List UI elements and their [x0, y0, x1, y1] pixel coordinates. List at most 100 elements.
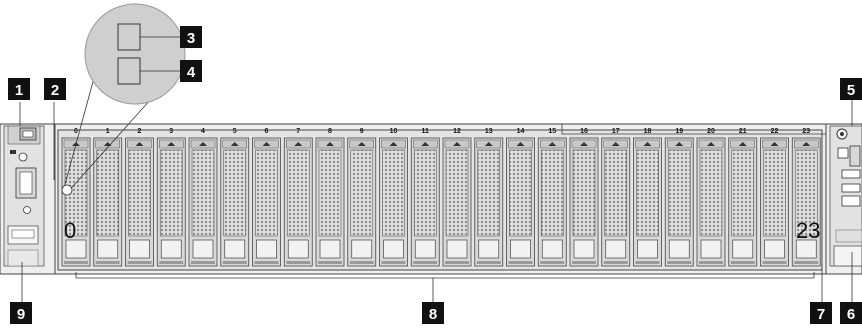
drive-bay[interactable] — [315, 137, 345, 267]
drive-bay[interactable] — [410, 137, 440, 267]
drive-bay[interactable] — [633, 137, 662, 267]
drive-grille — [477, 149, 501, 237]
drive-release-handle[interactable] — [700, 239, 722, 259]
svg-text:7: 7 — [817, 306, 825, 323]
drive-grille — [509, 149, 532, 237]
drive-grille — [413, 149, 437, 237]
drive-bay[interactable] — [220, 137, 250, 267]
drive-release-handle[interactable] — [637, 239, 658, 259]
id-led-icon — [18, 152, 28, 162]
drive-release-handle[interactable] — [192, 239, 214, 259]
drive-led-magnifier — [61, 3, 186, 196]
drive-grille — [191, 149, 215, 237]
drive-release-handle[interactable] — [414, 239, 436, 259]
drive-release-handle[interactable] — [319, 239, 341, 259]
drive-grille — [572, 149, 596, 237]
drive-bay[interactable] — [664, 137, 694, 267]
bay-number-label: 13 — [485, 128, 493, 135]
callout-9: 9 — [10, 302, 32, 324]
callout-2: 2 — [44, 78, 66, 100]
usb-port-icon[interactable] — [841, 169, 861, 207]
drive-release-handle[interactable] — [446, 239, 468, 259]
drive-bay[interactable] — [347, 137, 377, 267]
drive-bay[interactable] — [125, 137, 154, 267]
drive-release-handle[interactable] — [795, 239, 817, 259]
drive-bay[interactable] — [760, 137, 789, 267]
bay-number-label: 4 — [201, 128, 205, 135]
drive-bay[interactable] — [601, 137, 631, 267]
last-bay-label: 23 — [796, 218, 820, 243]
drive-bay[interactable] — [188, 137, 218, 267]
drive-grille — [763, 149, 786, 237]
pull-out-tab[interactable] — [7, 225, 39, 245]
drive-grille — [636, 149, 659, 237]
bay-number-label: 15 — [548, 128, 556, 135]
drive-release-handle[interactable] — [351, 239, 373, 259]
drive-grille — [350, 149, 374, 237]
drive-grille — [255, 149, 278, 237]
callout-1: 1 — [8, 78, 30, 100]
drive-bay[interactable] — [506, 137, 535, 267]
drive-release-handle[interactable] — [541, 239, 563, 259]
drive-release-handle[interactable] — [668, 239, 690, 259]
drive-bay[interactable] — [252, 137, 281, 267]
drive-grille — [604, 149, 628, 237]
drive-release-handle[interactable] — [65, 239, 87, 259]
drive-bay[interactable] — [93, 137, 123, 267]
status-led-icon — [10, 150, 16, 154]
bay-number-label: 16 — [580, 128, 588, 135]
drive-release-handle[interactable] — [764, 239, 785, 259]
bay-number-label: 6 — [265, 128, 269, 135]
drive-bay[interactable] — [283, 137, 313, 267]
bay-number-label: 0 — [74, 128, 78, 135]
drive-release-handle[interactable] — [256, 239, 277, 259]
drive-release-handle[interactable] — [224, 239, 246, 259]
drive-bay[interactable] — [537, 137, 567, 267]
bay-number-label: 10 — [390, 128, 398, 135]
drive-bay[interactable] — [474, 137, 504, 267]
reset-button-icon[interactable] — [23, 206, 31, 214]
drive-release-handle[interactable] — [287, 239, 309, 259]
bay-number-label: 11 — [422, 128, 430, 135]
bay-number-label: 14 — [517, 128, 525, 135]
vga-connector-icon[interactable] — [15, 167, 37, 199]
bay-number-label: 23 — [802, 128, 810, 135]
network-icon — [837, 147, 849, 159]
drive-bay[interactable] — [442, 137, 472, 267]
drive-release-handle[interactable] — [605, 239, 627, 259]
drive-grille — [159, 149, 183, 237]
drive-release-handle[interactable] — [732, 239, 754, 259]
bay-number-label: 20 — [707, 128, 715, 135]
drive-release-handle[interactable] — [160, 239, 182, 259]
callout-7: 7 — [810, 302, 832, 324]
drive-bay[interactable] — [728, 137, 758, 267]
drive-release-handle[interactable] — [478, 239, 500, 259]
power-button-icon[interactable] — [19, 127, 37, 141]
drive-bay[interactable] — [156, 137, 186, 267]
svg-text:5: 5 — [847, 82, 855, 99]
drive-release-handle[interactable] — [510, 239, 531, 259]
drive-grille — [540, 149, 564, 237]
drive-bay[interactable] — [569, 137, 599, 267]
bay-number-label: 2 — [138, 128, 142, 135]
bay-number-label: 21 — [739, 128, 747, 135]
callout-8: 8 — [422, 302, 444, 324]
drive-grille — [96, 149, 120, 237]
drive-bay[interactable] — [61, 137, 91, 267]
drive-led-icon — [61, 184, 73, 196]
callout-3: 3 — [180, 26, 202, 48]
bay-number-label: 7 — [296, 128, 300, 135]
drive-release-handle[interactable] — [573, 239, 595, 259]
drive-release-handle[interactable] — [129, 239, 150, 259]
drive-bay[interactable] — [379, 137, 408, 267]
svg-text:2: 2 — [51, 82, 59, 99]
drive-bay[interactable] — [791, 137, 821, 267]
bay-number-label: 18 — [644, 128, 652, 135]
drive-grille — [731, 149, 755, 237]
drive-release-handle[interactable] — [383, 239, 404, 259]
drive-grille — [794, 149, 818, 237]
drive-release-handle[interactable] — [97, 239, 119, 259]
bay-number-label: 5 — [233, 128, 237, 135]
drive-bay[interactable] — [696, 137, 726, 267]
